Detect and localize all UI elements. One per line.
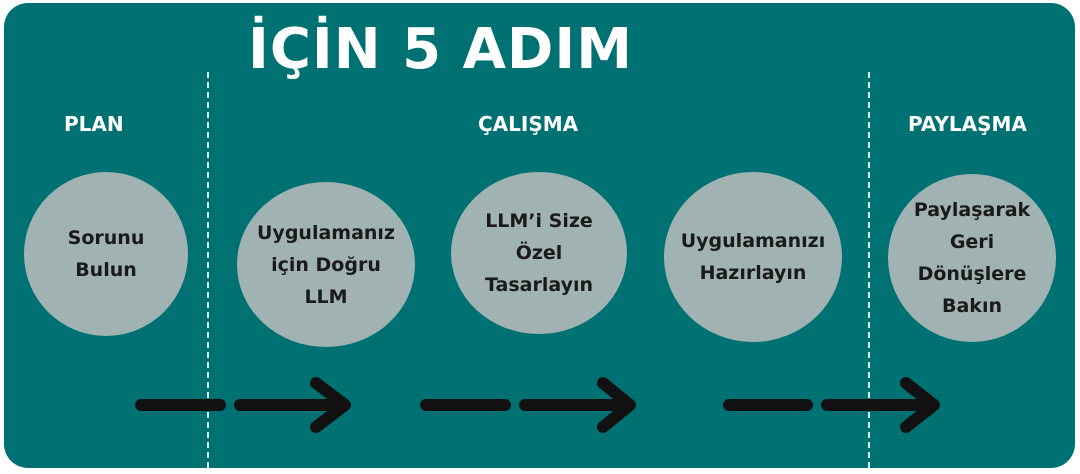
section-label-work: ÇALIŞMA: [478, 112, 579, 136]
arrow-3-head: [900, 377, 940, 433]
section-label-share: PAYLAŞMA: [908, 112, 1027, 136]
step-2-circle: Uygulamanız için Doğru LLM: [237, 182, 415, 347]
step-3-circle: LLM’i Size Özel Tasarlayın: [451, 172, 627, 334]
step-3-label: LLM’i Size Özel Tasarlayın: [484, 210, 593, 296]
step-2-label: Uygulamanız için Doğru LLM: [257, 221, 395, 308]
diagram-title: İÇİN 5 ADIM: [248, 17, 633, 82]
arrow-2-head: [597, 377, 636, 433]
step-4-circle: Uygulamanızı Hazırlayın: [664, 172, 842, 342]
step-5-circle: Paylaşarak Geri Dönüşlere Bakın: [888, 174, 1056, 342]
divider-plan-work: [207, 72, 209, 468]
step-1-label: Sorunu Bulun: [67, 227, 145, 281]
divider-work-share: [868, 72, 870, 468]
step-1-circle: Sorunu Bulun: [24, 172, 188, 336]
step-5-label: Paylaşarak Geri Dönüşlere Bakın: [913, 199, 1031, 317]
section-label-plan: PLAN: [64, 112, 124, 136]
arrow-1-head: [310, 377, 351, 433]
step-4-label: Uygulamanızı Hazırlayın: [680, 230, 826, 284]
